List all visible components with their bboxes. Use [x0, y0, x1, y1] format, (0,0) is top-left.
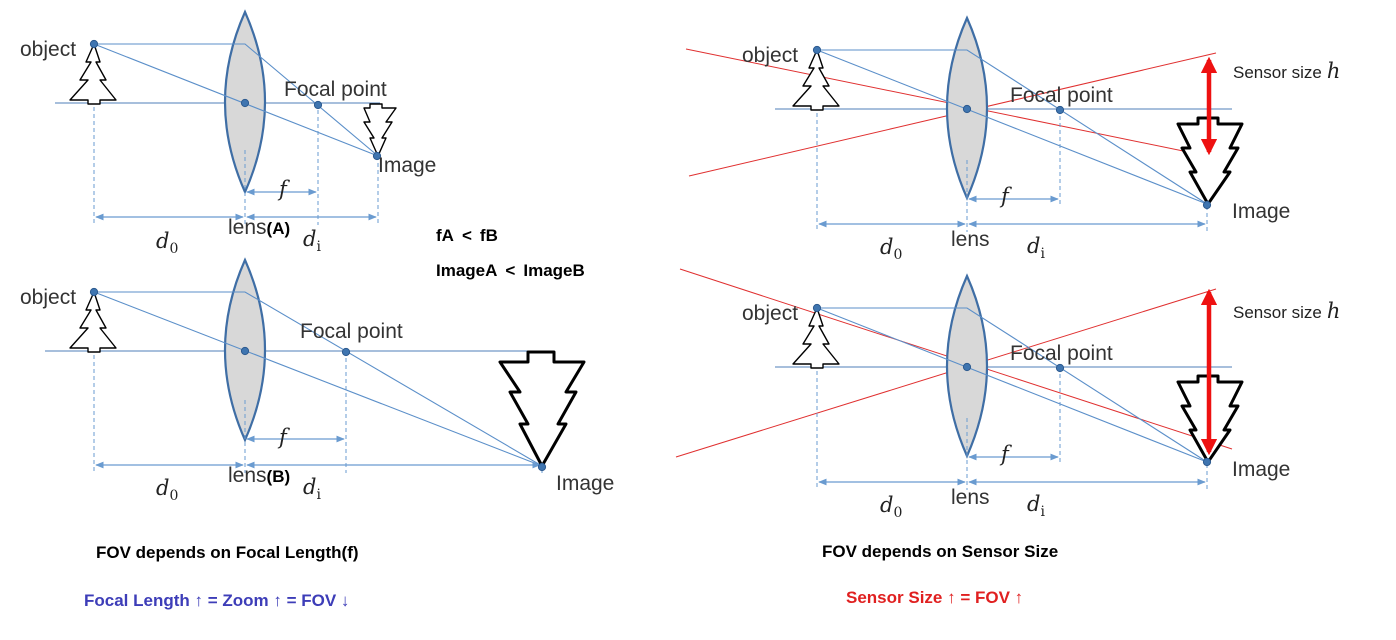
image-tree-icon: [498, 350, 586, 468]
ray-parallel: [817, 49, 1208, 205]
focal-length-label: f: [277, 425, 290, 449]
object-point: [812, 45, 822, 55]
comparison-block: fA<fB ImageA<ImageB: [436, 226, 585, 280]
panel-c: object Focal point Image f d0 di lens Se…: [685, 15, 1340, 263]
focal-point-marker: [1055, 363, 1065, 373]
ray-center: [816, 49, 1208, 205]
object-distance-label: d0: [156, 229, 178, 257]
left-caption-title: FOV depends on Focal Length(f): [96, 543, 359, 562]
right-caption-relation: Sensor Size ↑ = FOV ↑: [846, 588, 1023, 607]
object-tree-icon: [69, 291, 117, 353]
panel-d: object Focal point Image f d0 di lens Se…: [675, 268, 1340, 521]
image-distance-label: di: [303, 227, 321, 255]
ray-parallel: [817, 307, 1208, 463]
image-point: [372, 151, 382, 161]
object-tree-icon: [792, 49, 840, 111]
lens-label: lens: [951, 228, 990, 251]
image-distance-label: di: [303, 475, 321, 503]
ray-parallel: [94, 43, 379, 157]
lens-label-a: lens(A): [228, 216, 290, 239]
ray-parallel: [94, 291, 543, 467]
focal-point-label: Focal point: [300, 320, 403, 343]
focal-length-label: f: [999, 184, 1012, 208]
object-label: object: [742, 44, 798, 67]
image-label: Image: [378, 154, 436, 177]
object-label: object: [742, 302, 798, 325]
focal-point-marker: [313, 100, 323, 110]
object-distance-label: d0: [880, 235, 902, 263]
lens-center-point: [962, 362, 972, 372]
lens-center-point: [962, 104, 972, 114]
focal-point-marker: [1055, 105, 1065, 115]
panel-b: object Focal point Image f d0 di lens(B): [20, 257, 614, 504]
lens-label-b: lens(B): [228, 464, 290, 487]
object-distance-label: d0: [880, 493, 902, 521]
object-tree-icon: [792, 307, 840, 369]
focal-comparison: fA<fB: [436, 226, 498, 245]
focal-length-label: f: [277, 177, 290, 201]
focal-point-label: Focal point: [284, 78, 387, 101]
image-comparison: ImageA<ImageB: [436, 261, 585, 280]
focal-length-label: f: [999, 442, 1012, 466]
focal-point-marker: [341, 347, 351, 357]
ray-center: [93, 291, 543, 467]
lens-center-point: [240, 346, 250, 356]
focal-point-label: Focal point: [1010, 342, 1113, 365]
object-point: [812, 303, 822, 313]
right-caption-title: FOV depends on Sensor Size: [822, 542, 1058, 561]
image-point: [1202, 457, 1212, 467]
ray-center: [816, 307, 1208, 463]
image-label: Image: [1232, 200, 1290, 223]
panel-a: object Focal point Image f d0 di lens(A): [20, 9, 436, 257]
object-distance-label: d0: [156, 476, 178, 504]
object-point: [89, 287, 99, 297]
object-tree-icon: [69, 43, 117, 105]
lens-center-point: [240, 98, 250, 108]
image-distance-label: di: [1027, 234, 1045, 262]
object-label: object: [20, 286, 76, 309]
image-label: Image: [556, 472, 614, 495]
image-label: Image: [1232, 458, 1290, 481]
focal-point-label: Focal point: [1010, 84, 1113, 107]
fov-ray-up: [675, 288, 1217, 458]
image-point: [537, 462, 547, 472]
image-distance-label: di: [1027, 492, 1045, 520]
image-point: [1202, 200, 1212, 210]
lens-label: lens: [951, 486, 990, 509]
object-label: object: [20, 38, 76, 61]
left-caption-relation: Focal Length ↑ = Zoom ↑ = FOV ↓: [84, 591, 349, 610]
image-tree-icon: [363, 103, 397, 157]
ray-center: [93, 43, 379, 157]
object-point: [89, 39, 99, 49]
